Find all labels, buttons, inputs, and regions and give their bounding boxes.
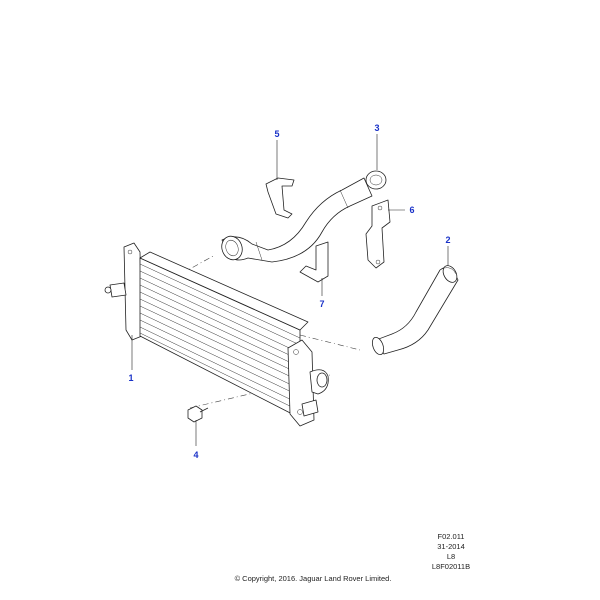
- callout-2: 2: [445, 235, 451, 245]
- bracket-5: [265, 177, 295, 219]
- bracket-6: [365, 199, 391, 269]
- reference-line3: L8: [446, 552, 456, 561]
- inlet-pipe: [221, 170, 387, 263]
- reference-date: 31-2014: [437, 542, 465, 551]
- callout-7: 7: [319, 299, 325, 309]
- callout-1: 1: [128, 373, 134, 383]
- reference-code: F02.011: [437, 532, 465, 541]
- outlet-hose: [371, 265, 459, 356]
- reference-block: F02.011 31-2014 L8 L8F02011B: [420, 532, 482, 572]
- leader-lines: [131, 134, 449, 446]
- reference-drawing-id: L8F02011B: [431, 562, 471, 571]
- callout-4: 4: [193, 450, 199, 460]
- bolt-4: [187, 405, 209, 423]
- copyright-text: © Copyright, 2016. Jaguar Land Rover Lim…: [234, 574, 392, 583]
- intercooler: [104, 242, 329, 427]
- callout-5: 5: [274, 129, 280, 139]
- callout-6: 6: [409, 205, 415, 215]
- callout-3: 3: [374, 123, 380, 133]
- bracket-7: [299, 241, 329, 283]
